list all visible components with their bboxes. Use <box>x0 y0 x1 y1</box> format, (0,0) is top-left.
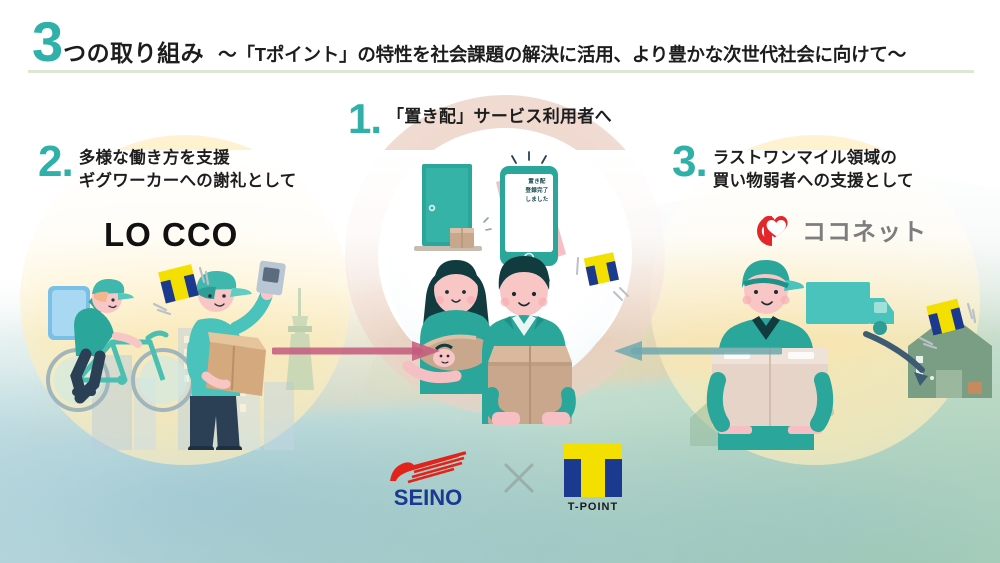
section-2-text: 多様な働き方を支援 ギグワーカーへの謝礼として <box>79 142 297 194</box>
phone-message-text: 置き配 登録完了 しました <box>519 178 555 206</box>
logo-separator-x-icon <box>499 458 539 498</box>
tower-icon <box>286 288 314 390</box>
delivery-person-left-icon <box>186 260 286 450</box>
t-point-bar-left <box>564 459 581 497</box>
cardboard-box-center-icon <box>488 346 572 424</box>
section-3-line-1: ラストワンマイル領域の <box>712 149 898 167</box>
seino-bird-icon <box>390 451 467 484</box>
delivery-truck-icon <box>806 282 894 335</box>
section-1: 1. 「置き配」サービス利用者へ <box>348 95 612 142</box>
section-1-number: 1. <box>348 95 382 142</box>
header-divider-rule <box>28 70 974 73</box>
phone-message-line-1: 置き配 <box>528 179 546 185</box>
locco-logo: LO CCO <box>104 216 239 253</box>
arrow-right-to-center <box>614 341 782 361</box>
woman-with-baby-icon <box>402 260 492 394</box>
door-icon <box>414 164 492 251</box>
t-point-flag-left-icon <box>152 264 210 316</box>
seino-label: SEINO <box>393 485 463 510</box>
t-point-label: T-POINT <box>567 501 619 513</box>
man-with-box-icon <box>482 256 576 426</box>
t-point-bar-right <box>605 459 622 497</box>
t-point-flag-center-icon <box>576 252 629 301</box>
bottom-partner-logos: SEINO T-POINT <box>382 442 622 514</box>
arrow-to-house-icon <box>863 331 925 373</box>
t-point-square-icon <box>564 443 622 497</box>
illustration-left-gig-workers <box>46 260 314 450</box>
section-3: 3. ラストワンマイル領域の 買い物弱者への支援として <box>672 137 914 194</box>
seino-logo: SEINO <box>382 447 474 509</box>
gig-worker-cyclist-icon <box>48 278 142 404</box>
t-point-flag-right-icon <box>918 298 976 350</box>
header-title-row: 3 つの取り組み ～「Tポイント」の特性を社会課題の解決に活用、より豊かな次世代… <box>32 14 906 70</box>
section-2-line-1: 多様な働き方を支援 <box>78 149 230 167</box>
illustration-center-customers <box>402 151 576 426</box>
section-3-number: 3. <box>672 137 708 186</box>
cocconet-logo: ココネット <box>748 208 927 250</box>
header-subtitle: ～「Tポイント」の特性を社会課題の解決に活用、より豊かな次世代社会に向けて～ <box>218 44 906 65</box>
cocconet-heart-icon <box>748 208 794 250</box>
phone-message-line-3: しました <box>525 197 549 204</box>
section-2-line-2: ギグワーカーへの謝礼として <box>78 172 297 191</box>
section-1-text: 「置き配」サービス利用者へ <box>387 100 612 129</box>
header-big-number: 3 <box>32 10 63 73</box>
section-1-line-1: 「置き配」サービス利用者へ <box>387 107 612 126</box>
slide-header: 3 つの取り組み ～「Tポイント」の特性を社会課題の解決に活用、より豊かな次世代… <box>0 0 1000 82</box>
arrow-left-to-center <box>272 341 440 361</box>
t-point-logo: T-POINT <box>564 443 622 513</box>
header-main-title: つの取り組み <box>63 40 205 66</box>
section-2-number: 2. <box>38 137 74 186</box>
section-3-text: ラストワンマイル領域の 買い物弱者への支援として <box>713 142 914 194</box>
large-package-icon <box>712 348 828 434</box>
phone-message-line-2: 登録完了 <box>525 188 549 195</box>
illustration-right-rural-delivery <box>690 260 992 450</box>
smartphone-icon <box>496 151 566 266</box>
section-2: 2. 多様な働き方を支援 ギグワーカーへの謝礼として <box>38 137 297 194</box>
section-3-line-2: 買い物弱者への支援として <box>712 172 914 191</box>
cocconet-label: ココネット <box>802 218 927 246</box>
